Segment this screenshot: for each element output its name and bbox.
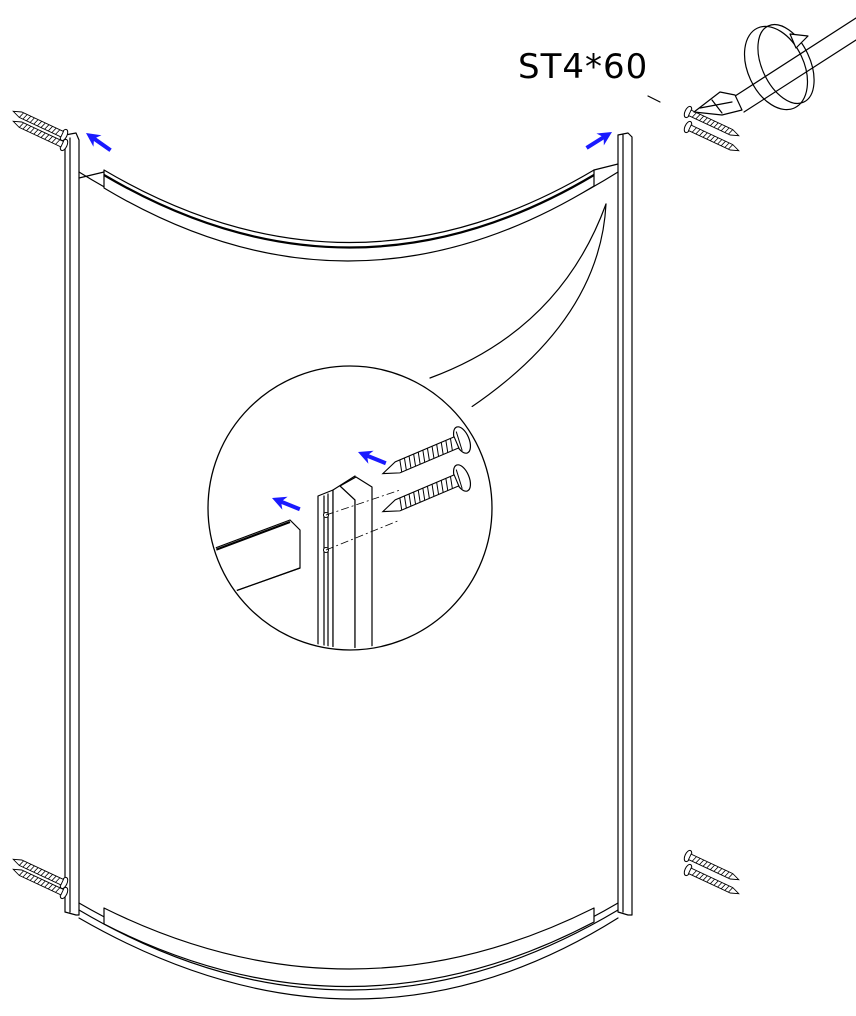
screw-bottom-right bbox=[682, 848, 742, 900]
screw-bottom-left bbox=[10, 853, 70, 901]
screw-top-left bbox=[10, 105, 70, 153]
shower-panel bbox=[64, 132, 633, 1000]
rotation-arrow-icon bbox=[743, 24, 815, 111]
screw-size-label: ST4*60 bbox=[518, 47, 648, 87]
detail-callout bbox=[207, 203, 607, 651]
